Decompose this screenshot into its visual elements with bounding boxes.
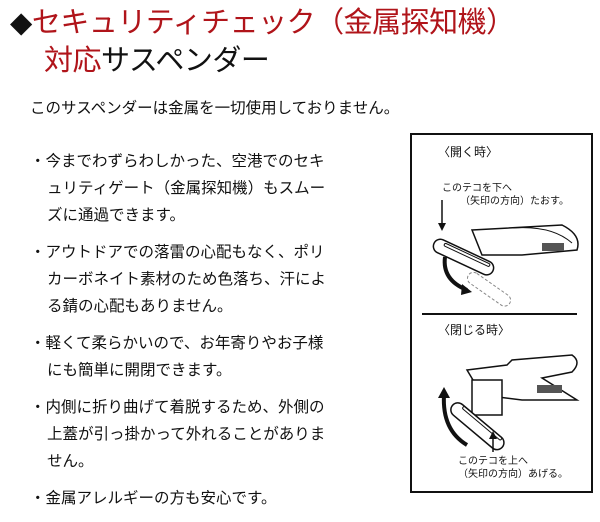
feature-list: ・今までわずらわしかった、空港でのセキュリティゲート（金属探知機）もスムーズに通… <box>30 148 410 522</box>
open-note-2: （矢印の方向）たおす。 <box>460 196 569 207</box>
usage-diagram-panel: 〈開く時〉 このテコを下へ （矢印の方向）たおす。 〈閉じる時〉 このテコを上へ… <box>410 133 593 493</box>
feature-line: カーボネイト素材のため色落ち、汗によ <box>47 270 327 288</box>
feature-line: ズに通過できます。 <box>47 206 185 224</box>
feature-item: ・金属アレルギーの方も安心です。 <box>30 485 410 512</box>
feature-line: ・金属アレルギーの方も安心です。 <box>30 489 277 507</box>
feature-item: ・内側に折り曲げて着脱するため、外側の上蓋が引っ掛かって外れることがありません。 <box>30 394 410 475</box>
diagram-divider <box>422 313 577 315</box>
open-label: 〈開く時〉 <box>438 145 499 159</box>
close-label: 〈閉じる時〉 <box>438 323 511 337</box>
feature-line: 上蓋が引っ掛かって外れることがありま <box>47 425 326 443</box>
close-note-1: このテコを上へ <box>458 456 528 467</box>
close-note-2: （矢印の方向）あげる。 <box>458 469 568 480</box>
diamond-bullet-icon: ◆ <box>10 5 32 39</box>
feature-line: ュリティゲート（金属探知機）もスムー <box>47 179 326 197</box>
feature-line: せん。 <box>47 452 94 470</box>
feature-line: ・軽くて柔らかいので、お年寄りやお子様 <box>30 334 324 352</box>
feature-item: ・今までわずらわしかった、空港でのセキュリティゲート（金属探知機）もスムーズに通… <box>30 148 410 229</box>
intro-text: このサスペンダーは金属を一切使用しておりません。 <box>30 99 400 117</box>
feature-item: ・軽くて柔らかいので、お年寄りやお子様にも簡単に開閉できます。 <box>30 330 410 384</box>
feature-line: ・アウトドアでの落雷の心配もなく、ポリ <box>30 243 325 261</box>
page-title-line1: ◆セキュリティチェック（金属探知機） <box>10 5 515 39</box>
feature-line: にも簡単に開閉できます。 <box>47 361 232 379</box>
buckle-open-illustration <box>432 200 579 307</box>
buckle-close-illustration <box>438 354 580 452</box>
feature-line: ・今までわずらわしかった、空港でのセキ <box>30 152 325 170</box>
feature-line: る錆の心配もありません。 <box>47 297 233 315</box>
page-title-line2: 対応サスペンダー <box>44 43 270 77</box>
feature-line: ・内側に折り曲げて着脱するため、外側の <box>30 398 325 416</box>
feature-item: ・アウトドアでの落雷の心配もなく、ポリカーボネイト素材のため色落ち、汗による錆の… <box>30 239 410 320</box>
open-note-1: このテコを下へ <box>442 183 512 194</box>
